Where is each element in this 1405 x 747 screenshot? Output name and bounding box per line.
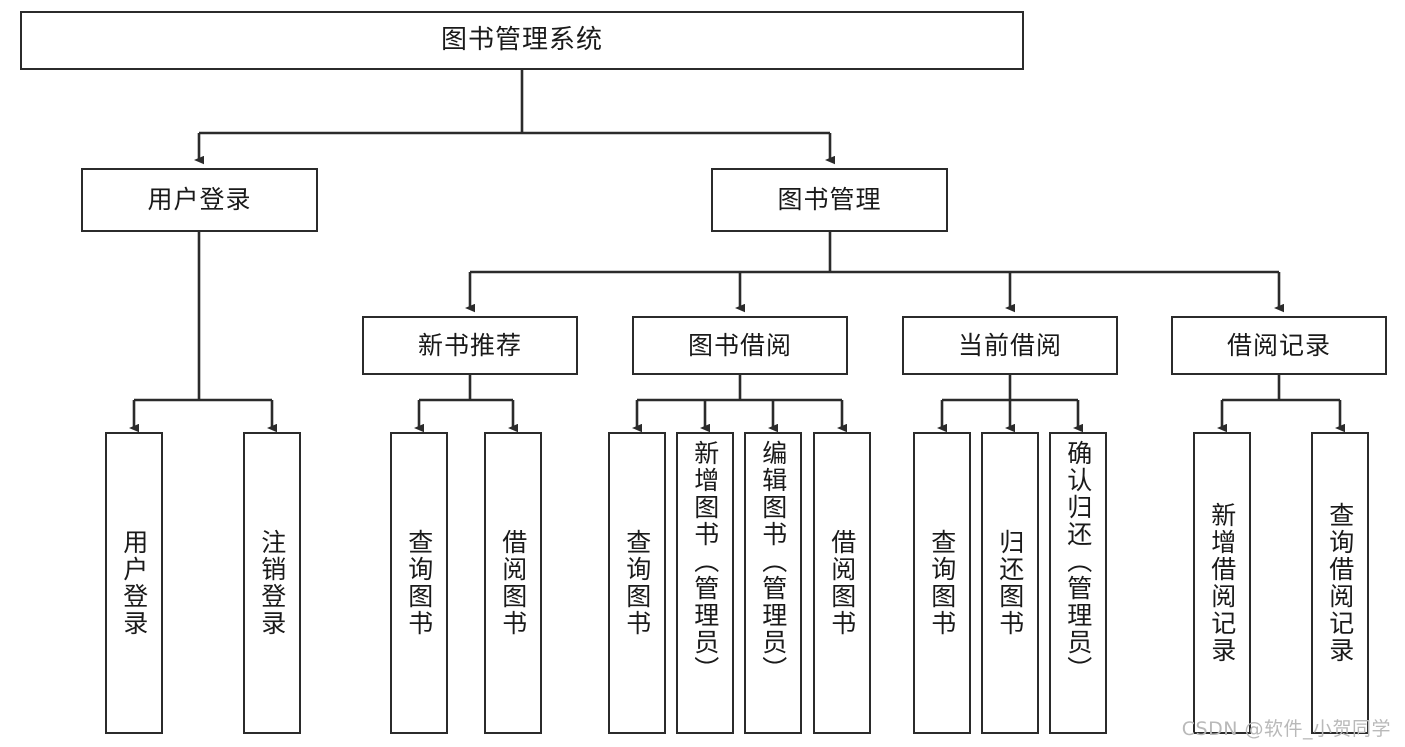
node-label: 用户登录 xyxy=(119,529,149,637)
leaf-return-book[interactable]: 归还图书 xyxy=(981,432,1039,734)
node-label: 新增图书（管理员） xyxy=(690,440,720,683)
node-label: 借阅记录 xyxy=(1226,330,1331,360)
leaf-edit-book-admin[interactable]: 编辑图书（管理员） xyxy=(744,432,802,734)
leaf-query-borrow-record[interactable]: 查询借阅记录 xyxy=(1311,432,1369,734)
node-label: 当前借阅 xyxy=(957,330,1062,360)
leaf-borrow-book[interactable]: 借阅图书 xyxy=(813,432,871,734)
node-label: 查询图书 xyxy=(404,529,434,637)
leaf-query-book-current[interactable]: 查询图书 xyxy=(913,432,971,734)
leaf-add-borrow-record[interactable]: 新增借阅记录 xyxy=(1193,432,1251,734)
node-label: 借阅图书 xyxy=(498,529,528,637)
leaf-borrow-book-newbook[interactable]: 借阅图书 xyxy=(484,432,542,734)
node-label: 确认归还（管理员） xyxy=(1063,440,1093,683)
node-label: 归还图书 xyxy=(995,529,1025,637)
node-label: 注销登录 xyxy=(257,529,287,637)
node-label: 查询图书 xyxy=(927,529,957,637)
node-label: 编辑图书（管理员） xyxy=(758,440,788,683)
node-book-management[interactable]: 图书管理 xyxy=(711,168,948,232)
node-label: 查询图书 xyxy=(622,529,652,637)
node-label: 图书管理 xyxy=(777,185,882,215)
node-book-borrowing[interactable]: 图书借阅 xyxy=(632,316,848,375)
csdn-watermark: CSDN @软件_小贺同学 xyxy=(1181,718,1391,740)
node-label: 图书管理系统 xyxy=(440,25,603,56)
node-borrowing-records[interactable]: 借阅记录 xyxy=(1171,316,1387,375)
leaf-user-login[interactable]: 用户登录 xyxy=(105,432,163,734)
node-label: 查询借阅记录 xyxy=(1325,502,1355,664)
leaf-confirm-return-admin[interactable]: 确认归还（管理员） xyxy=(1049,432,1107,734)
node-label: 新书推荐 xyxy=(417,330,522,360)
node-label: 图书借阅 xyxy=(687,330,792,360)
node-book-management-system[interactable]: 图书管理系统 xyxy=(20,11,1024,70)
leaf-add-book-admin[interactable]: 新增图书（管理员） xyxy=(676,432,734,734)
node-current-borrowing[interactable]: 当前借阅 xyxy=(902,316,1118,375)
node-label: 借阅图书 xyxy=(827,529,857,637)
leaf-logout[interactable]: 注销登录 xyxy=(243,432,301,734)
leaf-query-book-borrow[interactable]: 查询图书 xyxy=(608,432,666,734)
node-label: 用户登录 xyxy=(147,185,252,215)
node-new-book-recommendation[interactable]: 新书推荐 xyxy=(362,316,578,375)
node-user-login[interactable]: 用户登录 xyxy=(81,168,318,232)
node-label: 新增借阅记录 xyxy=(1207,502,1237,664)
leaf-query-book-newbook[interactable]: 查询图书 xyxy=(390,432,448,734)
